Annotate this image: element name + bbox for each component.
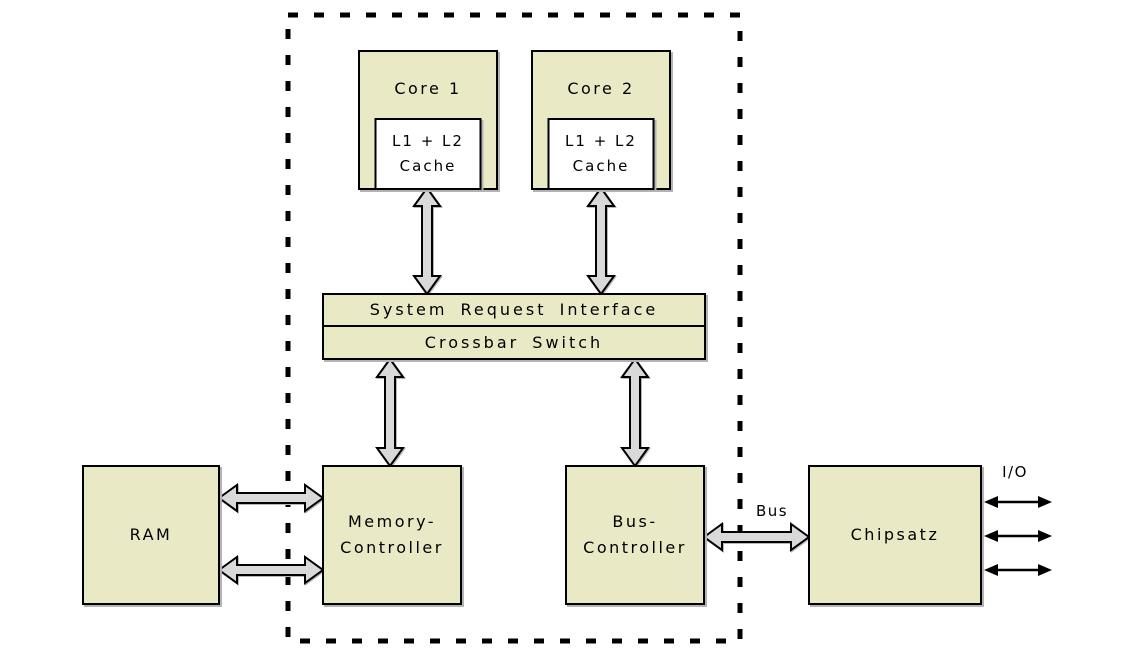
core1-cache-line1: L1 + L2 [392, 132, 464, 150]
crossbar-switch-box: Crossbar Switch [322, 325, 706, 360]
arrow-ram-memory-controller-upper [217, 483, 325, 513]
core2-label: Core 2 [567, 79, 635, 98]
io-label: I/O [1002, 463, 1028, 481]
memory-controller-line1: Memory- [347, 512, 437, 531]
io-arrow-2 [984, 530, 1052, 542]
arrow-crossbar-bus-controller [620, 357, 650, 468]
system-request-interface-box: System Request Interface [322, 293, 706, 327]
ram-label: RAM [129, 525, 173, 544]
core2-cache-box: L1 + L2 Cache [547, 118, 655, 190]
bus-controller-line2: Controller [583, 538, 687, 557]
memory-controller-line2: Controller [340, 538, 444, 557]
ram-box: RAM [82, 465, 220, 605]
crossbar-switch-label: Crossbar Switch [424, 332, 604, 352]
core1-label: Core 1 [394, 79, 462, 98]
cpu-die-boundary [285, 12, 743, 644]
io-arrow-3 [984, 564, 1052, 576]
arrow-bus-controller-chipset [702, 522, 811, 552]
core1-cache-line2: Cache [399, 157, 457, 175]
io-arrow-1 [984, 496, 1052, 508]
core2-box: Core 2 L1 + L2 Cache [531, 50, 671, 190]
arrow-core1-sri [412, 186, 442, 296]
arrow-core2-sri [586, 186, 616, 296]
core1-cache-box: L1 + L2 Cache [374, 118, 482, 190]
chipset-box: Chipsatz [808, 465, 982, 605]
memory-controller-box: Memory- Controller [322, 465, 462, 605]
bus-label: Bus [755, 502, 789, 520]
core1-box: Core 1 L1 + L2 Cache [358, 50, 498, 190]
bus-controller-line1: Bus- [612, 512, 658, 531]
arrow-ram-memory-controller-lower [217, 555, 325, 585]
core2-cache-line2: Cache [572, 157, 630, 175]
bus-controller-box: Bus- Controller [565, 465, 705, 605]
arrow-crossbar-memory-controller [375, 357, 405, 468]
chipset-label: Chipsatz [850, 525, 940, 544]
core2-cache-line1: L1 + L2 [565, 132, 637, 150]
system-request-interface-label: System Request Interface [369, 300, 659, 319]
